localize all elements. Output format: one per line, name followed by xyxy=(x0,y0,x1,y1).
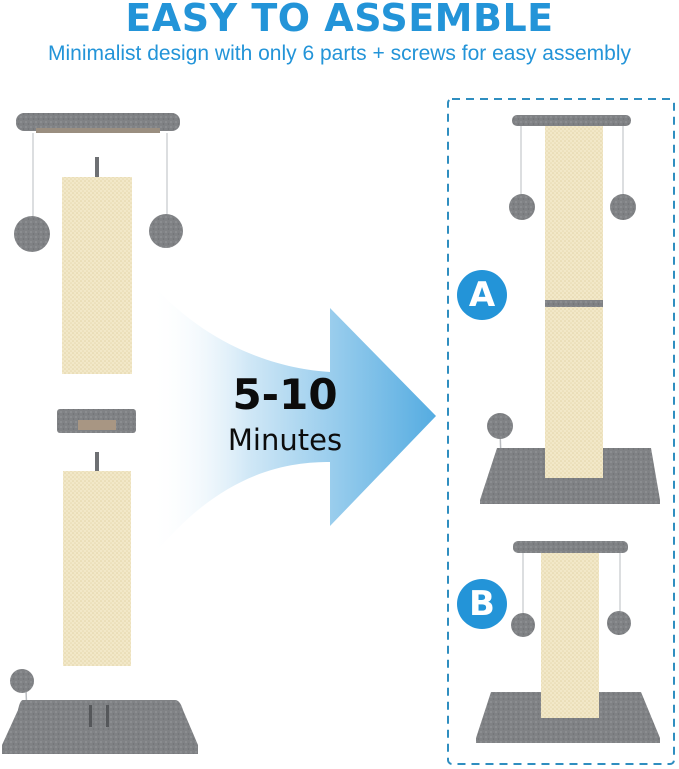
page-subtitle: Minimalist design with only 6 parts + sc… xyxy=(48,42,631,65)
middle-connector-part xyxy=(57,409,136,433)
toy-ball-right xyxy=(149,214,183,248)
assembled-options-frame xyxy=(447,98,675,765)
assembly-time-range: 5-10 xyxy=(232,370,338,419)
base-toy-ball xyxy=(10,669,34,693)
page-title: EASY TO ASSEMBLE xyxy=(125,0,554,40)
arrow-icon xyxy=(150,282,436,560)
assembly-time-unit: Minutes xyxy=(227,423,343,457)
option-a-badge: A xyxy=(457,270,507,320)
tower-b xyxy=(476,541,660,743)
option-b-badge: B xyxy=(457,579,507,629)
sisal-post-lower xyxy=(63,471,131,666)
base-platform-part xyxy=(2,700,198,754)
tower-a xyxy=(480,115,660,504)
top-platform-part xyxy=(16,113,180,133)
toy-ball-left xyxy=(14,216,50,252)
sisal-post-upper xyxy=(62,177,132,374)
